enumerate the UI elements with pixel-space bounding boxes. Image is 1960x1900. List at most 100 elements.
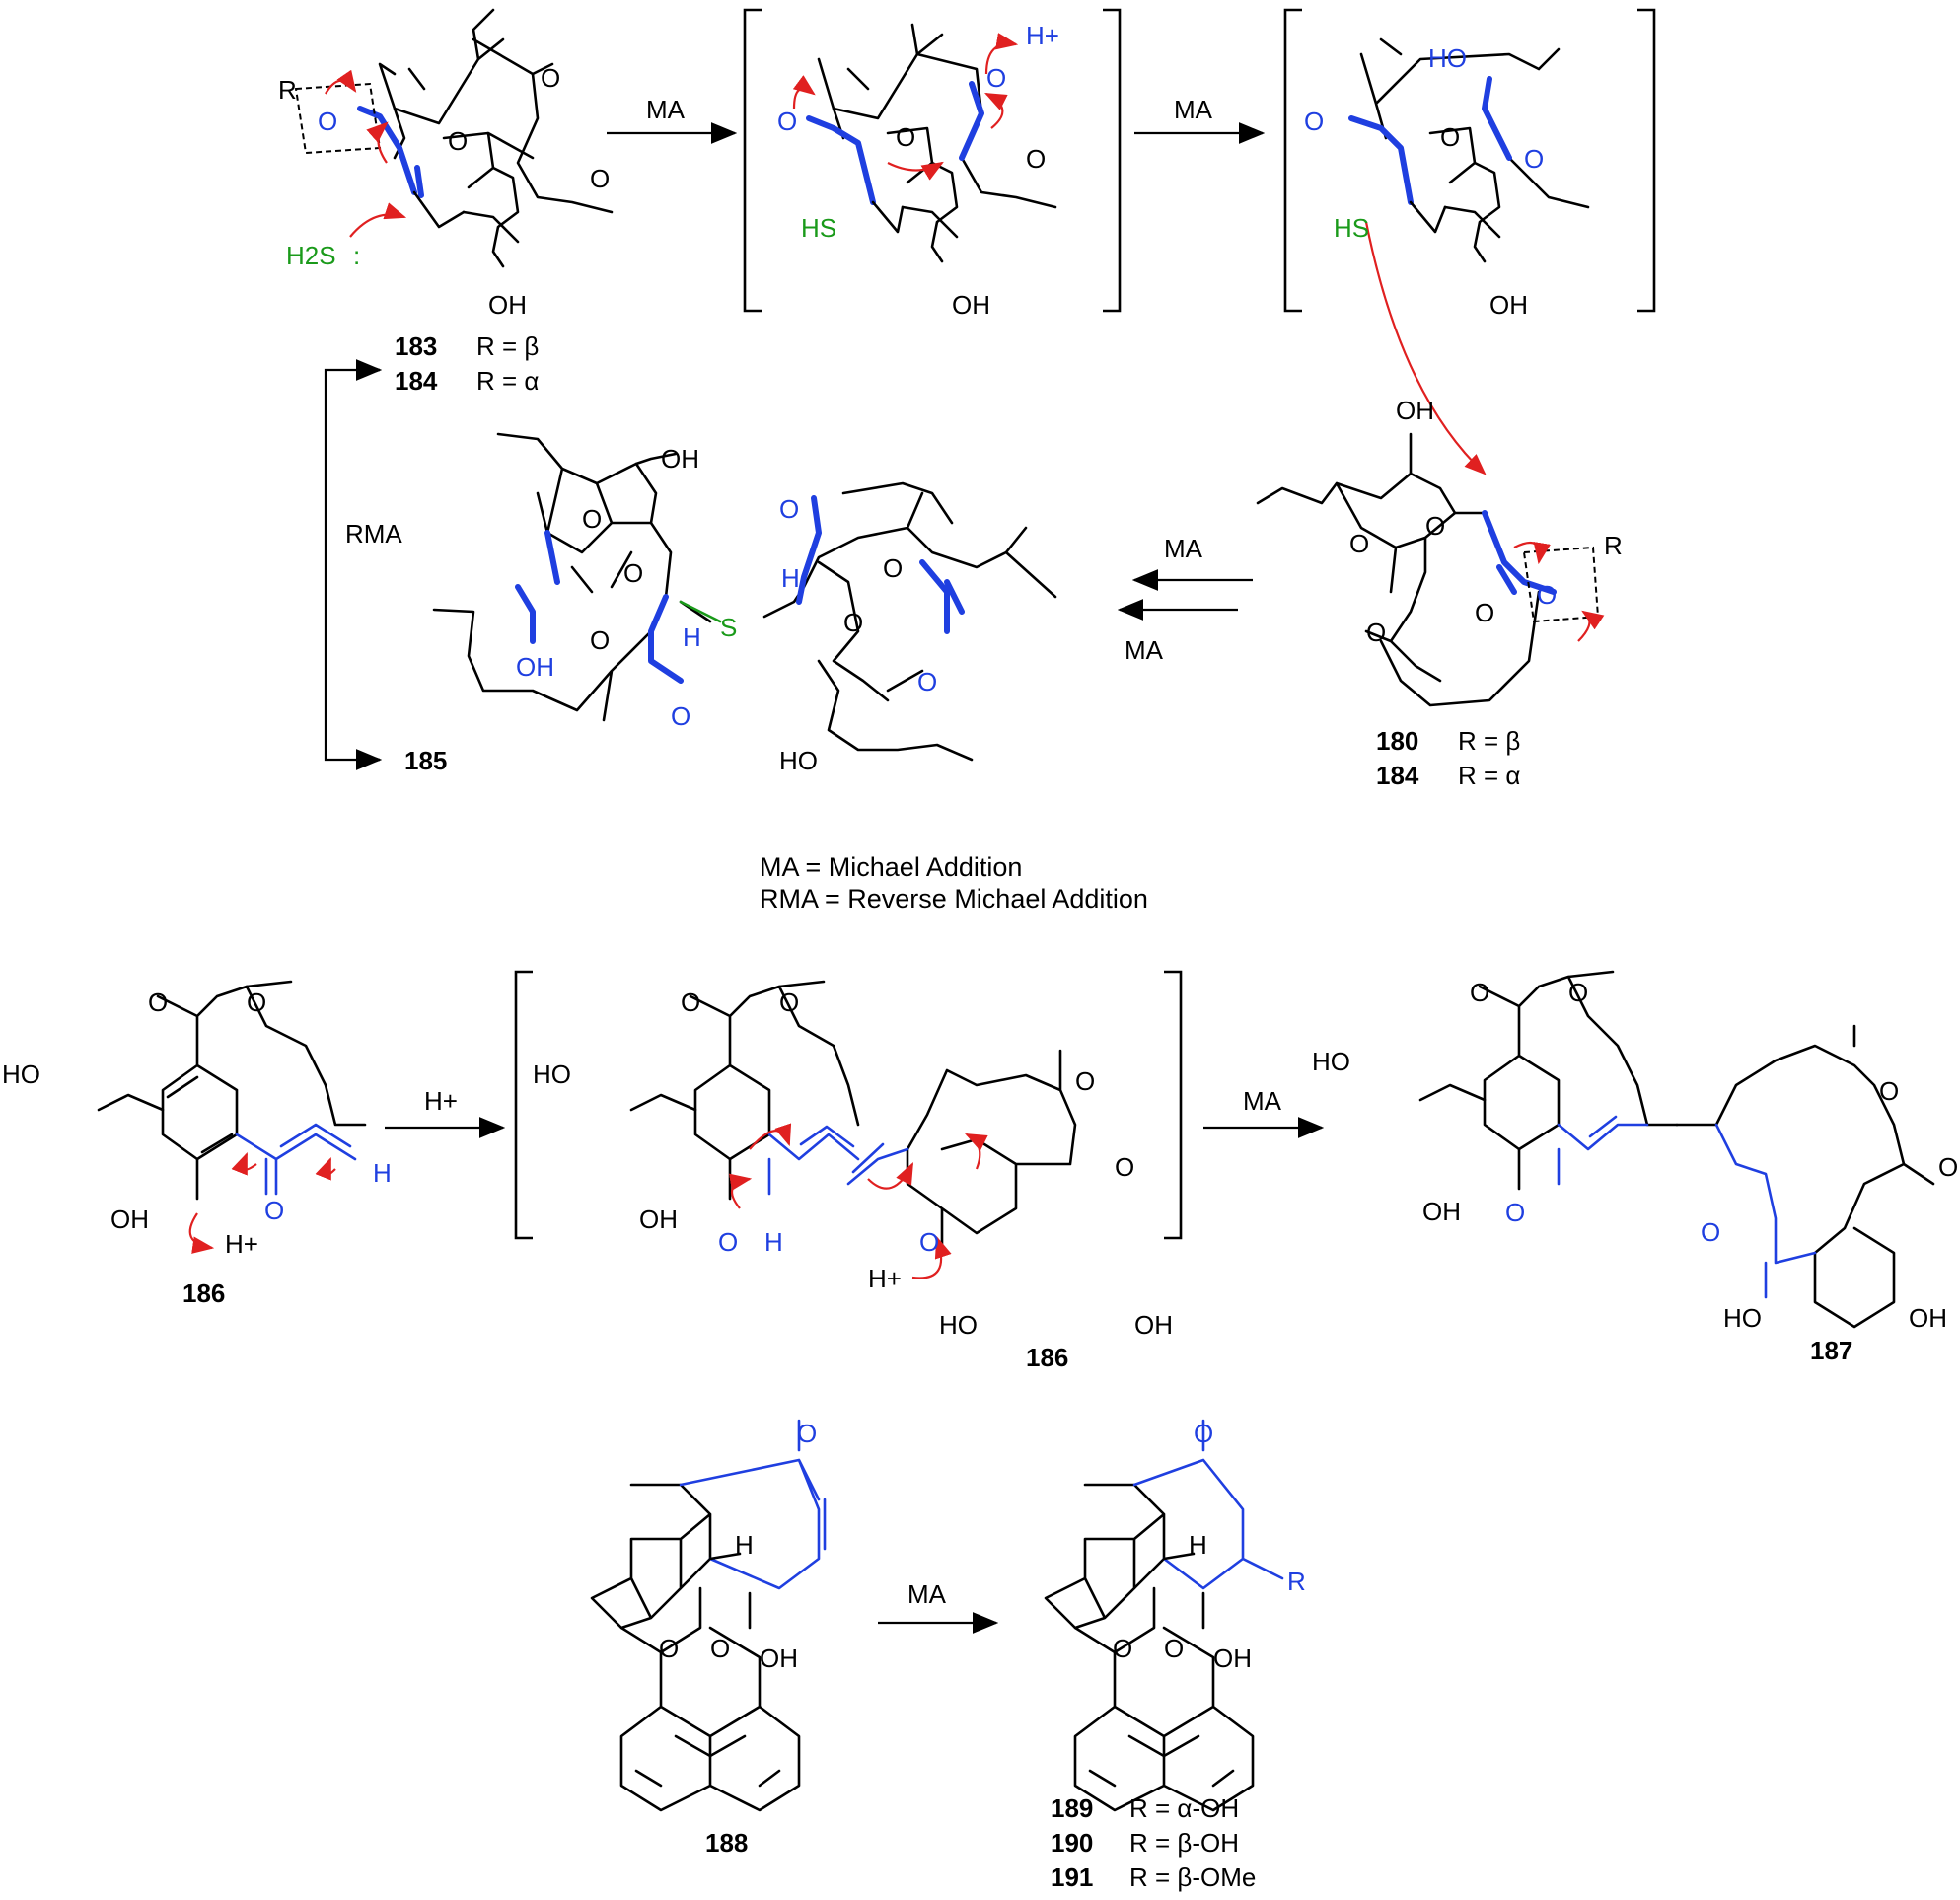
o-185-right-lactone: O — [883, 553, 903, 583]
o-185-right-ketone: O — [779, 494, 799, 524]
o-int3-ester: O — [779, 987, 799, 1017]
o-int3-enol: O — [718, 1227, 738, 1257]
o-187-ester2: O — [1879, 1076, 1899, 1106]
compound-186-right-number: 186 — [1026, 1343, 1068, 1372]
hplus-int1: H+ — [1026, 21, 1059, 50]
o-185-lactone: O — [623, 558, 643, 588]
o-int3-enone: O — [919, 1227, 939, 1257]
o-180-bridge: O — [1425, 511, 1445, 541]
hs-int2: HS — [1334, 213, 1369, 243]
compound-189-number: 189 — [1051, 1793, 1093, 1823]
h-185-left: H — [683, 622, 701, 652]
compound-183-r: R = β — [476, 331, 539, 361]
intermediate-1-structure: O O H+ O O HS OH — [777, 21, 1059, 320]
o-187-enone: O — [1505, 1198, 1525, 1227]
bracket-2-right — [1637, 8, 1656, 313]
o-186-carbonyl: O — [148, 987, 168, 1017]
compound-187-number: 187 — [1810, 1336, 1852, 1365]
oh-189: OH — [1213, 1644, 1252, 1673]
o-int1-ketone: O — [986, 63, 1006, 93]
o-187-carbonyl: O — [1470, 978, 1489, 1007]
oh-int1: OH — [952, 290, 990, 320]
compound-185-number: 185 — [404, 746, 447, 775]
ho-186-left: HO — [2, 1060, 40, 1089]
legend-rma: RMA = Reverse Michael Addition — [760, 884, 1148, 913]
o-int2-ether: O — [1524, 144, 1544, 174]
o-186-ester: O — [247, 987, 266, 1017]
oh-186-left: OH — [110, 1205, 149, 1234]
compound-191-number: 191 — [1051, 1863, 1093, 1892]
compound-185-structure: OH O O O OH O S H H O O O O HO — [432, 432, 1057, 775]
oh-183: OH — [488, 290, 527, 320]
lone-pair: : — [353, 241, 360, 270]
compound-184-top-number: 184 — [395, 366, 438, 396]
o-187-carbonyl2: O — [1938, 1152, 1958, 1182]
o-185-bridge: O — [582, 504, 602, 534]
bracket-3-left — [514, 970, 533, 1240]
o-int2-ketone: O — [1304, 107, 1324, 136]
r-183: R — [278, 75, 297, 105]
o-180-enone: O — [1537, 580, 1557, 610]
o-187-ketone: O — [1701, 1217, 1720, 1247]
bracket-2-left — [1283, 8, 1302, 313]
bracket-1-right — [1103, 8, 1122, 313]
ho-int3: HO — [533, 1060, 571, 1089]
hplus-186: H+ — [225, 1229, 258, 1259]
h-189: H — [1189, 1530, 1207, 1560]
hplus-int3: H+ — [868, 1264, 902, 1293]
oh-187: OH — [1422, 1197, 1461, 1226]
o-183-ketone2: O — [541, 63, 560, 93]
bracket-1-left — [743, 8, 762, 313]
ho-int2: HO — [1428, 43, 1467, 73]
compound-191-r: R = β-OMe — [1129, 1863, 1256, 1892]
r-180: R — [1604, 531, 1623, 560]
compound-180-number: 180 — [1376, 726, 1418, 756]
oh-int3: OH — [639, 1205, 678, 1234]
rma-bracket-line — [324, 368, 380, 762]
r-189: R — [1287, 1567, 1306, 1596]
compound-187-structure: O O HO OH O O O O HO OH — [1312, 970, 1958, 1333]
arrow-step3a-label: MA — [1164, 534, 1203, 563]
arrow-ma-scheme2-label: MA — [1243, 1086, 1282, 1116]
compound-184-right-r: R = α — [1458, 761, 1520, 790]
h-186: H — [373, 1158, 392, 1188]
o-183-ketone: O — [318, 107, 337, 136]
compound-183-number: 183 — [395, 331, 437, 361]
o-188-acetal-left: O — [659, 1634, 679, 1663]
o-int1-ether: O — [1026, 144, 1046, 174]
o-180-ether: O — [1349, 529, 1369, 558]
ho-185-bottom: HO — [779, 746, 818, 775]
compound-188-structure: O H OH O O — [590, 1419, 827, 1812]
hs-int1: HS — [801, 213, 836, 243]
o-183-ether: O — [590, 164, 610, 193]
compound-188-number: 188 — [705, 1828, 748, 1858]
h2s-label: H2S — [286, 241, 336, 270]
o-188-acetal-right: O — [710, 1634, 730, 1663]
o-185-ketone: O — [671, 701, 690, 731]
oh-185-top: OH — [661, 444, 699, 474]
bracket-3-right — [1164, 970, 1183, 1240]
oh-int2: OH — [1489, 290, 1528, 320]
o-185-right-bridge: O — [843, 608, 863, 637]
compound-189-r: R = α-OH — [1129, 1793, 1239, 1823]
arrow-hplus-label: H+ — [424, 1086, 458, 1116]
o-189-acetal-left: O — [1113, 1634, 1132, 1663]
h-185-right: H — [781, 563, 800, 593]
o-int3-carbonyl2: O — [1115, 1152, 1134, 1182]
o-int2-lactone: O — [1440, 122, 1460, 152]
o-int1-lactone: O — [896, 122, 915, 152]
arrow-step1-label: MA — [646, 95, 686, 124]
o-int3-carbonyl: O — [681, 987, 700, 1017]
o-180-lactone: O — [1475, 598, 1494, 627]
compound-183-structure: O O O O R H2S : OH — [278, 8, 614, 320]
arrow-step2-label: MA — [1174, 95, 1213, 124]
o-187-ester: O — [1568, 978, 1588, 1007]
rma-label: RMA — [345, 519, 402, 548]
o-186-enone: O — [264, 1196, 284, 1225]
compound-186-left-number: 186 — [182, 1279, 225, 1308]
o-int3-ester2: O — [1075, 1066, 1095, 1096]
oh-185-enol: OH — [516, 652, 554, 682]
o-189-ketone: O — [1194, 1419, 1213, 1448]
compound-189-191-structure: O R H OH O O — [1044, 1419, 1306, 1812]
